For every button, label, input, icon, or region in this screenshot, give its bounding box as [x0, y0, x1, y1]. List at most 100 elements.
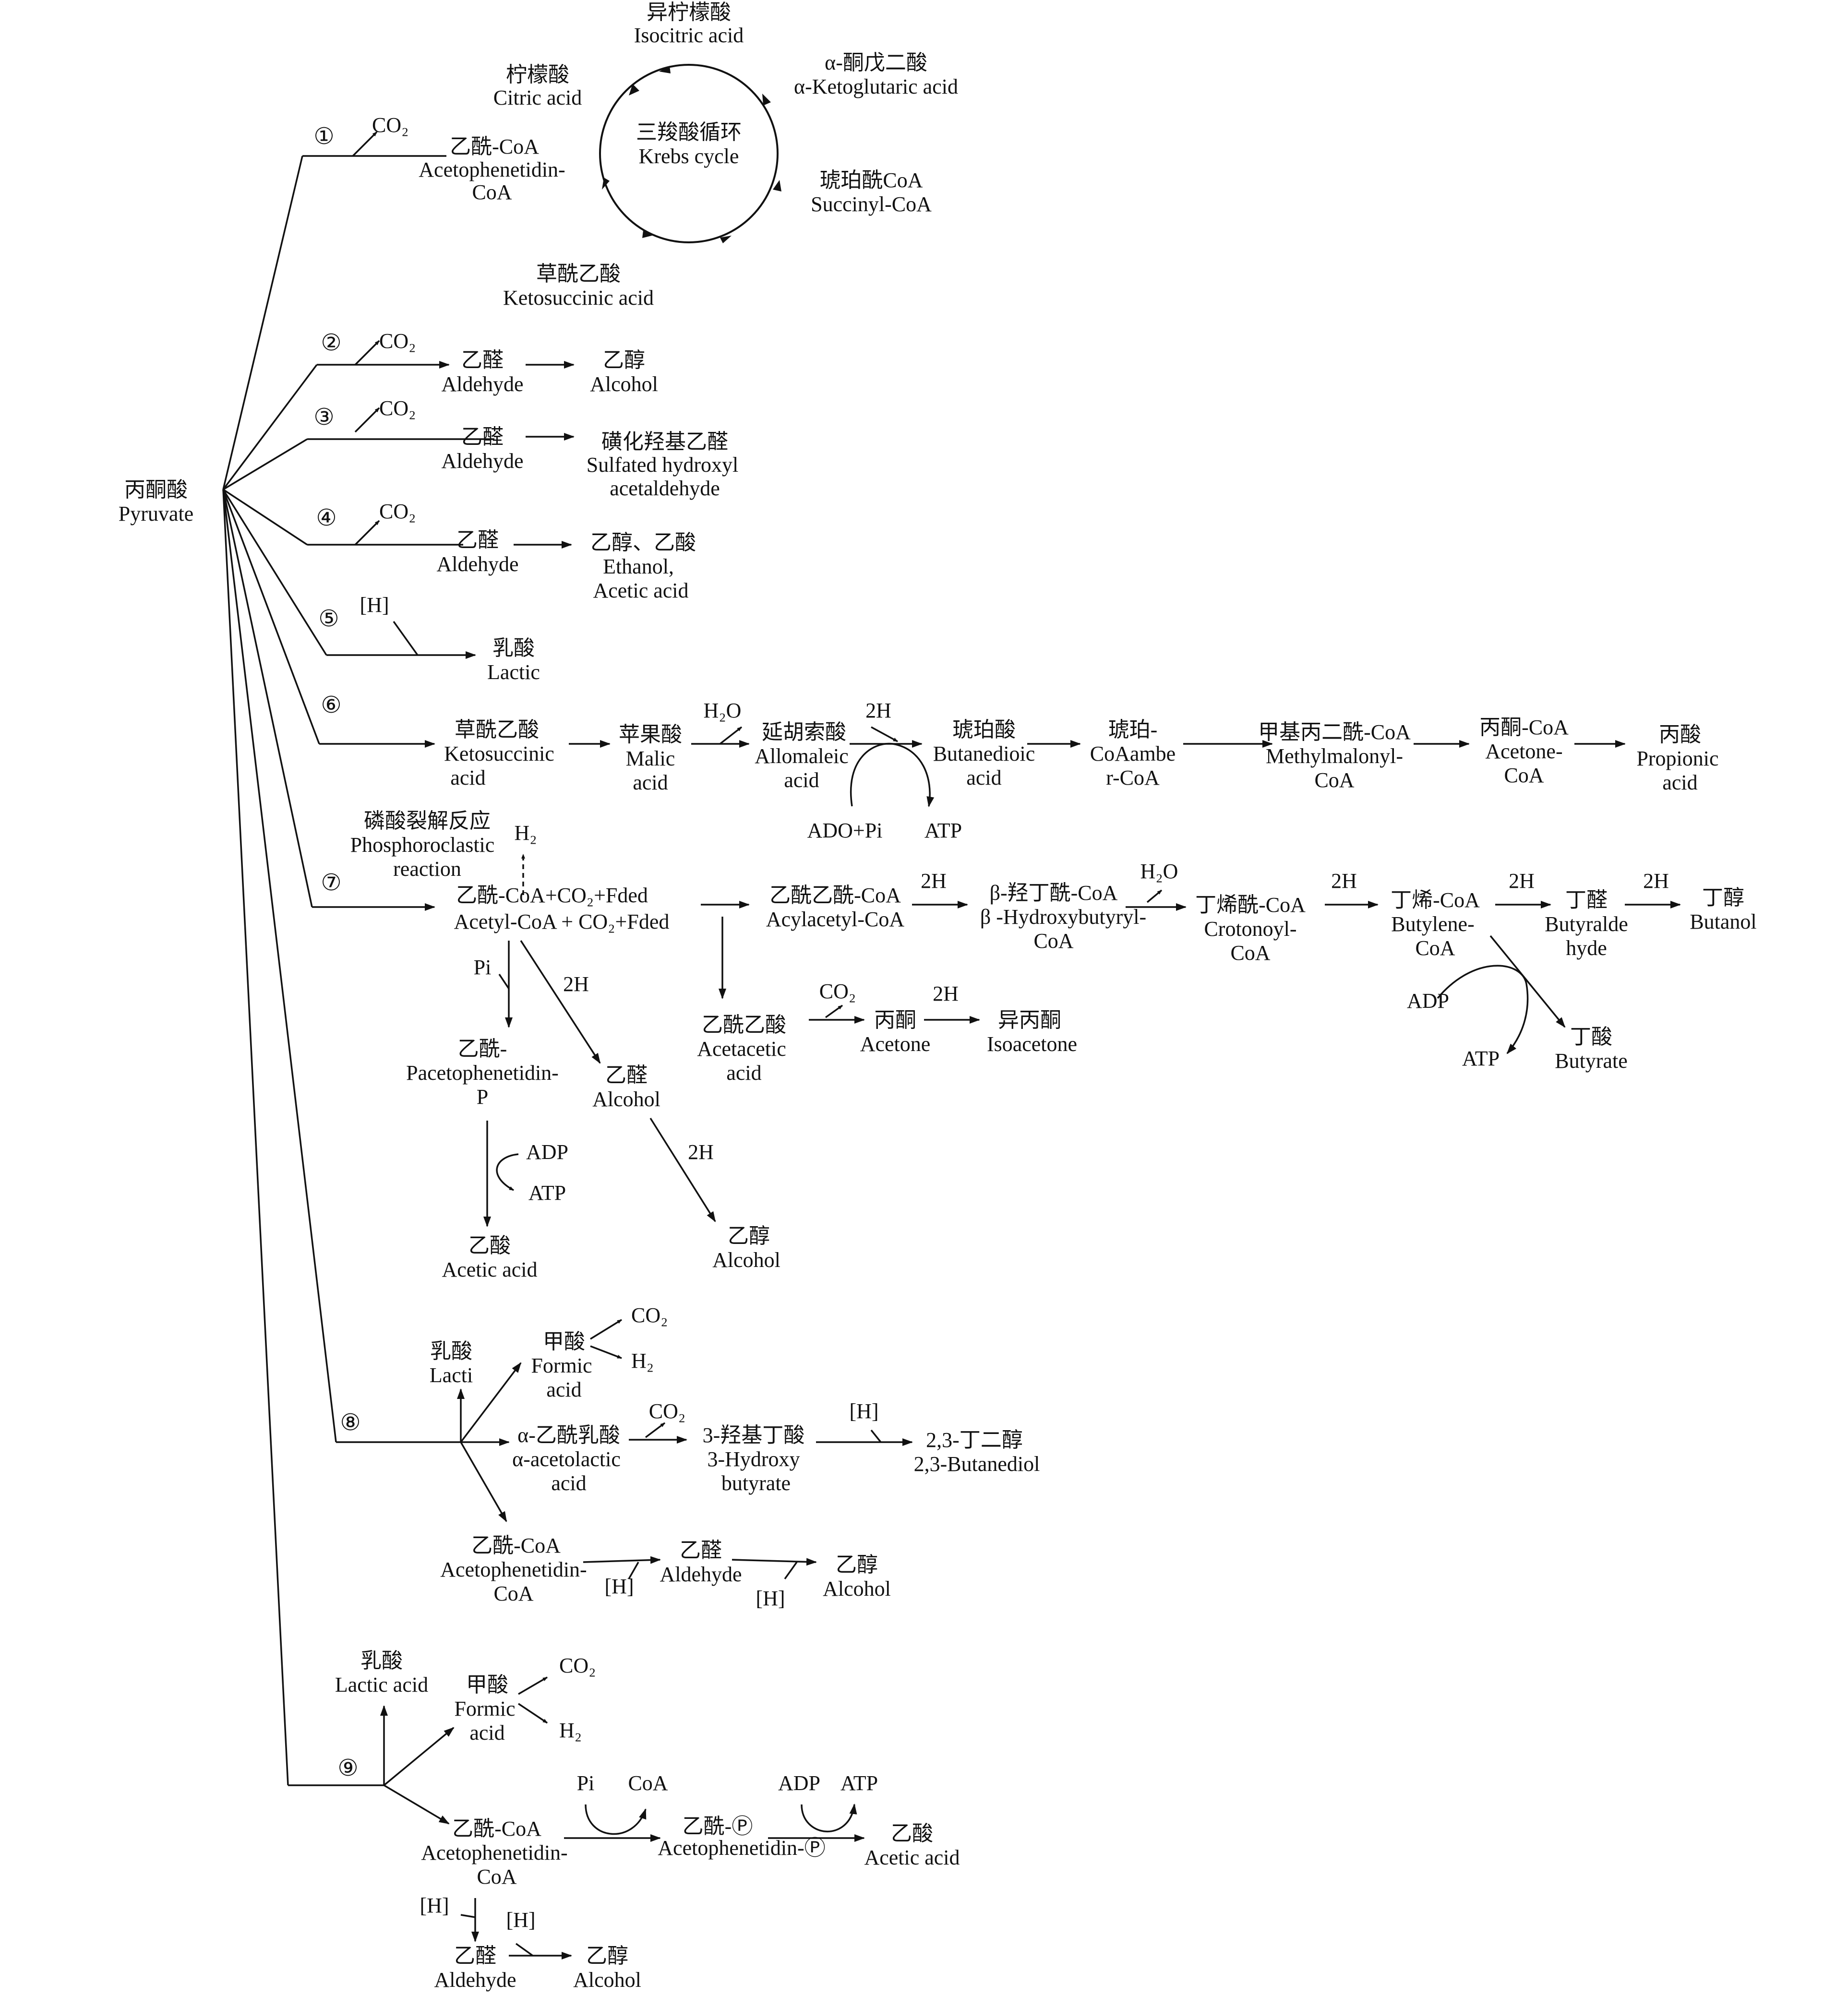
keto-en: Ketosuccinic acid — [503, 286, 654, 310]
p7-twoh-a: 2H — [563, 972, 589, 996]
p9-alcohol-en: Alcohol — [573, 1968, 641, 1992]
p6-allo-zh: 延胡索酸 — [762, 720, 846, 744]
cycle-arrowheads — [602, 66, 781, 243]
p6-keto-zh: 草酰乙酸 — [455, 718, 539, 741]
p7-butanol-zh: 丁醇 — [1702, 886, 1744, 909]
p6-adopi: ADO+Pi — [807, 819, 883, 842]
p8-h-a: [H] — [604, 1575, 634, 1598]
p6-buta-zh: 琥珀酸 — [952, 718, 1016, 741]
p9-pi: Pi — [577, 1771, 595, 1795]
citric-zh: 柠檬酸 — [506, 63, 569, 86]
p7-co2: CO₂ — [819, 980, 856, 1003]
p5-h: [H] — [360, 593, 389, 617]
p7-acetic-zh: 乙酸 — [468, 1234, 511, 1257]
p8-co2: CO₂ — [631, 1303, 668, 1327]
p7-acetacetic-en1: Acetacetic — [697, 1037, 786, 1061]
p8-ald-zh: 乙醛 — [680, 1539, 722, 1562]
p8-acetyl-zh: 乙酰-CoA — [471, 1534, 561, 1557]
p2-ald-en: Aldehyde — [441, 372, 523, 396]
p6-acetone-zh: 丙酮-CoA — [1479, 716, 1569, 739]
p8-h: [H] — [849, 1399, 878, 1423]
p7-acetyl-en: Acetyl-CoA + CO₂+Fded — [454, 910, 670, 933]
isocitric-zh: 异柠檬酸 — [647, 0, 731, 24]
p1-acetyl-en2: CoA — [472, 180, 512, 204]
p6-methyl-en1: Methylmalonyl- — [1266, 744, 1403, 768]
p7-pacet-zh: 乙酰- — [458, 1037, 507, 1061]
p7-butyrald-en1: Butyralde — [1545, 912, 1628, 936]
p7-twoh-e: 2H — [1509, 869, 1535, 893]
p9-acetyl-en2: CoA — [477, 1865, 516, 1888]
p8-co2b: CO₂ — [649, 1399, 685, 1423]
p7-croton-zh: 丁烯酰-CoA — [1195, 893, 1306, 917]
p7-croton-en2: CoA — [1230, 941, 1270, 965]
p7-acetone-zh: 丙酮 — [874, 1008, 916, 1032]
p6-prop-zh: 丙酸 — [1659, 723, 1701, 746]
p6-prop-en2: acid — [1662, 771, 1697, 794]
p8-butanediol-zh: 2,3-丁二醇 — [926, 1428, 1023, 1452]
p7-butylene-zh: 丁烯-CoA — [1391, 888, 1480, 912]
pathway-6: 草酰乙酸 Ketosuccinic acid 苹果酸 Malic acid H₂… — [444, 699, 1718, 842]
p7-butylene-en1: Butylene- — [1391, 912, 1475, 936]
pathway-2: CO₂ 乙醛 Aldehyde 乙醇 Alcohol — [354, 329, 658, 396]
p8-lacti-en: Lacti — [430, 1363, 473, 1387]
p7-acetacetic-zh: 乙酰乙酸 — [702, 1013, 786, 1037]
p9-formic-en1: Formic — [454, 1697, 515, 1720]
p7-alcohol-en: Alcohol — [712, 1248, 780, 1272]
p9-alcohol-zh: 乙醇 — [586, 1944, 628, 1968]
marker-1: ① — [313, 124, 334, 149]
isocitric-en: Isocitric acid — [634, 24, 744, 47]
marker-5: ⑤ — [318, 606, 339, 632]
p8-hydroxybut-en2: butyrate — [721, 1471, 791, 1495]
p6-acetone-en2: CoA — [1504, 764, 1544, 787]
marker-3: ③ — [313, 405, 334, 430]
p6-coamb-en2: r-CoA — [1106, 766, 1160, 789]
p9-coa: CoA — [628, 1771, 668, 1795]
pathway-3: CO₂ 乙醛 Aldehyde 磺化羟基乙醛 Sulfated hydroxyl… — [354, 396, 739, 500]
pathway-1: CO₂ 乙酰-CoA Acetophenetidin- CoA 三羧酸循环 Kr… — [352, 0, 958, 310]
p7-pacet-en1: Pacetophenetidin- — [406, 1061, 559, 1085]
p9-acetylp-zh: 乙酰-Ⓟ — [683, 1815, 753, 1838]
p7-butyrald-en2: hyde — [1566, 936, 1607, 960]
p7-butanol-en: Butanol — [1690, 910, 1756, 933]
p2-prod-zh: 乙醇 — [603, 348, 645, 372]
p6-acetone-en1: Acetone- — [1485, 740, 1562, 763]
p6-allo-en1: Allomaleic — [755, 744, 849, 768]
succinyl-zh: 琥珀酰CoA — [819, 168, 923, 192]
p8-acetolactic-en1: α-acetolactic — [512, 1447, 621, 1471]
p7-atp2: ATP — [1462, 1047, 1500, 1070]
p9-h2: H₂ — [559, 1719, 582, 1742]
p3-prod-en1: Sulfated hydroxyl — [587, 453, 739, 477]
p2-prod-en: Alcohol — [590, 372, 658, 396]
p4-co2: CO₂ — [379, 500, 416, 523]
p9-formic-en2: acid — [469, 1721, 504, 1744]
p7-butylene-en2: CoA — [1415, 936, 1455, 960]
p6-buta-en1: Butanedioic — [933, 742, 1035, 765]
p7-atp: ATP — [528, 1181, 566, 1205]
p6-methyl-zh: 甲基丙二酰-CoA — [1258, 720, 1411, 744]
akg-en: α-Ketoglutaric acid — [794, 75, 958, 98]
p8-formic-zh: 甲酸 — [543, 1330, 585, 1353]
krebs-cycle-ring — [599, 64, 779, 243]
p7-pi: Pi — [474, 956, 492, 979]
p9-acetic-en: Acetic acid — [864, 1846, 960, 1869]
p4-ald-zh: 乙醛 — [456, 528, 499, 552]
p8-acetyl-en1: Acetophenetidin- — [440, 1558, 587, 1581]
p9-acetic-zh: 乙酸 — [891, 1822, 933, 1845]
p9-ald-zh: 乙醛 — [454, 1944, 496, 1968]
p3-prod-zh: 磺化羟基乙醛 — [601, 430, 728, 454]
p9-lactic-zh: 乳酸 — [360, 1649, 403, 1672]
pathway-8: 乳酸 Lacti 甲酸 Formic acid CO₂ H₂ α-乙酰乳酸 α-… — [430, 1303, 1040, 1610]
p6-atp: ATP — [924, 819, 962, 842]
p9-ald-en: Aldehyde — [434, 1968, 516, 1992]
p7-hydroxy-en2: CoA — [1033, 929, 1073, 953]
p6-malic-en1: Malic — [626, 747, 675, 770]
p7-acetic-en: Acetic acid — [442, 1258, 537, 1281]
p7-acylacetyl-en: Acylacetyl-CoA — [766, 908, 905, 931]
p9-acetyl-zh: 乙酰-CoA — [452, 1817, 541, 1840]
p7-h2: H₂ — [514, 821, 537, 845]
pathway-5: [H] 乳酸 Lactic — [360, 593, 540, 684]
p9-formic-zh: 甲酸 — [466, 1673, 508, 1696]
marker-2: ② — [321, 330, 341, 356]
p2-co2: CO₂ — [379, 329, 416, 353]
